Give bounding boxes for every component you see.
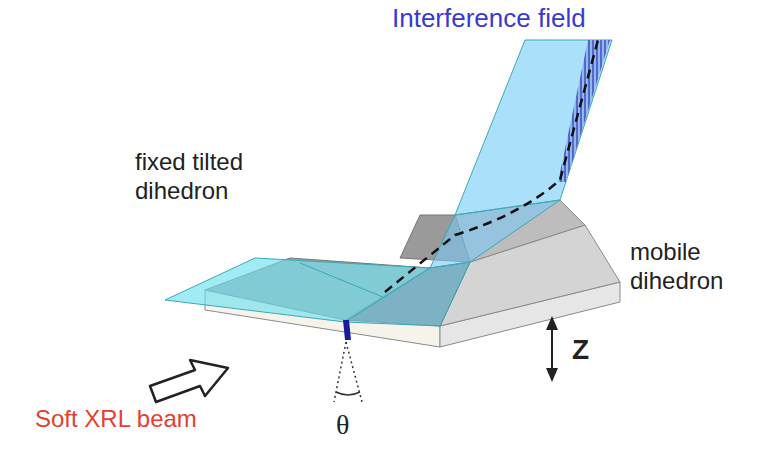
part-label: fixed tilted dihedron bbox=[135, 148, 280, 206]
part-label: mobile dihedron bbox=[630, 238, 740, 296]
angle-arc bbox=[336, 392, 360, 395]
field-label: Interference field bbox=[392, 3, 652, 34]
edge-mark bbox=[343, 320, 351, 340]
reflected-beam bbox=[345, 262, 470, 326]
angle-label: θ bbox=[336, 408, 366, 442]
beam-label: Soft XRL beam bbox=[35, 405, 265, 434]
arrow-head bbox=[546, 316, 558, 330]
interference-beam bbox=[455, 40, 612, 215]
axis-label: Z bbox=[572, 333, 612, 367]
reflected-beam bbox=[430, 200, 560, 268]
beam-arrow bbox=[150, 360, 228, 402]
beam-edge bbox=[300, 263, 390, 300]
z-arrow bbox=[551, 326, 553, 372]
central-ray bbox=[385, 40, 598, 292]
arrow-head bbox=[546, 368, 558, 382]
